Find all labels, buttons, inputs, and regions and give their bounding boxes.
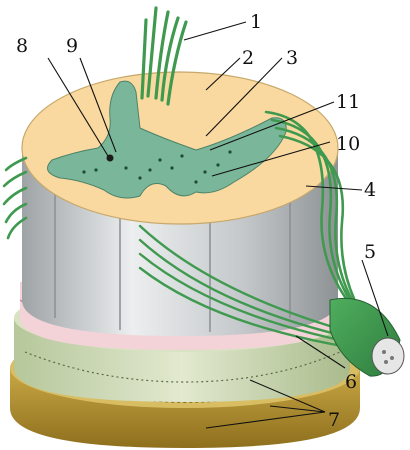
label-1: 1 xyxy=(250,11,262,33)
label-5: 5 xyxy=(364,241,376,263)
label-7: 7 xyxy=(328,409,340,431)
label-8: 8 xyxy=(16,35,28,57)
label-9: 9 xyxy=(66,35,78,57)
label-10: 10 xyxy=(336,133,360,155)
label-6: 6 xyxy=(345,371,357,393)
label-4: 4 xyxy=(364,179,376,201)
label-3: 3 xyxy=(286,47,298,69)
label-2: 2 xyxy=(242,47,254,69)
label-11: 11 xyxy=(336,91,360,113)
